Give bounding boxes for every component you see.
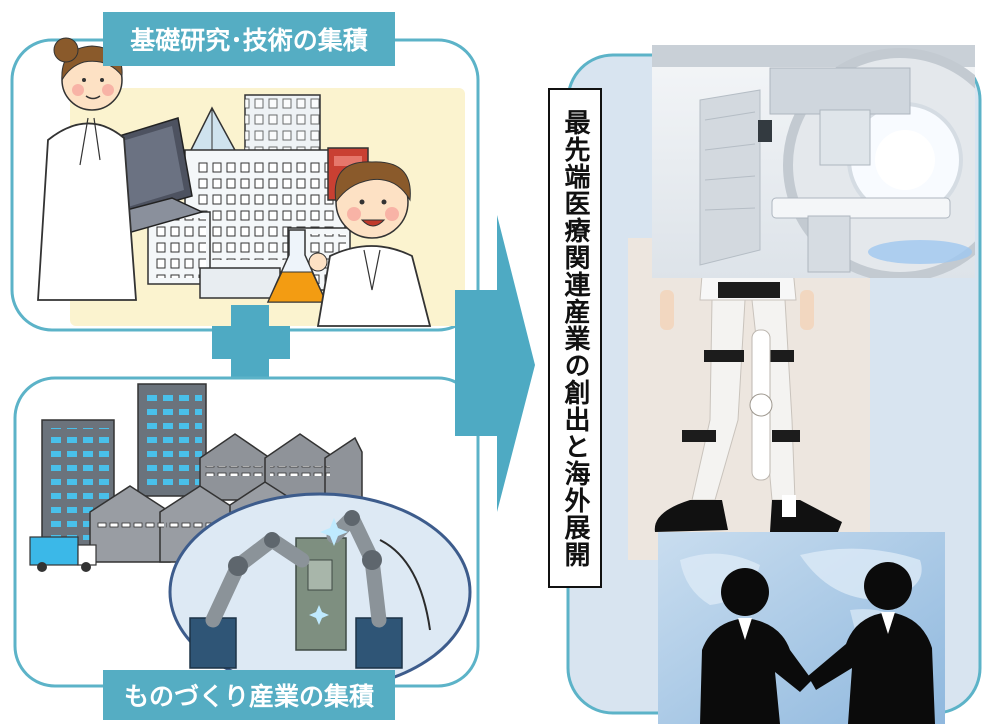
truck-icon: [29, 536, 97, 572]
welding-spark-icon: [309, 518, 348, 625]
outcome-title-box: 最先端医療関連産業の創出と海外展開: [548, 88, 602, 588]
scientist-right-icon: [308, 161, 432, 327]
flask-icon: [266, 229, 328, 303]
outcome-title: 最先端医療関連産業の創出と海外展開: [560, 108, 590, 568]
office-building-icon: [41, 383, 207, 547]
laboratory-building-icon: [147, 94, 351, 299]
robotic-legs-suit-photo: [628, 238, 870, 560]
robot-arm-left-icon: [189, 532, 310, 669]
business-handshake-photo: [658, 532, 945, 724]
manufacturing-panel-label: ものづくり産業の集積: [103, 670, 395, 720]
research-illustration: [37, 37, 465, 327]
plus-icon: [212, 305, 290, 381]
robot-arm-right-icon: [326, 510, 431, 669]
arrow-right-icon: [455, 215, 535, 512]
manufacturing-illustration: [29, 383, 472, 692]
research-panel-label: 基礎研究･技術の集積: [103, 12, 395, 66]
particle-therapy-machine-photo: [652, 45, 975, 278]
